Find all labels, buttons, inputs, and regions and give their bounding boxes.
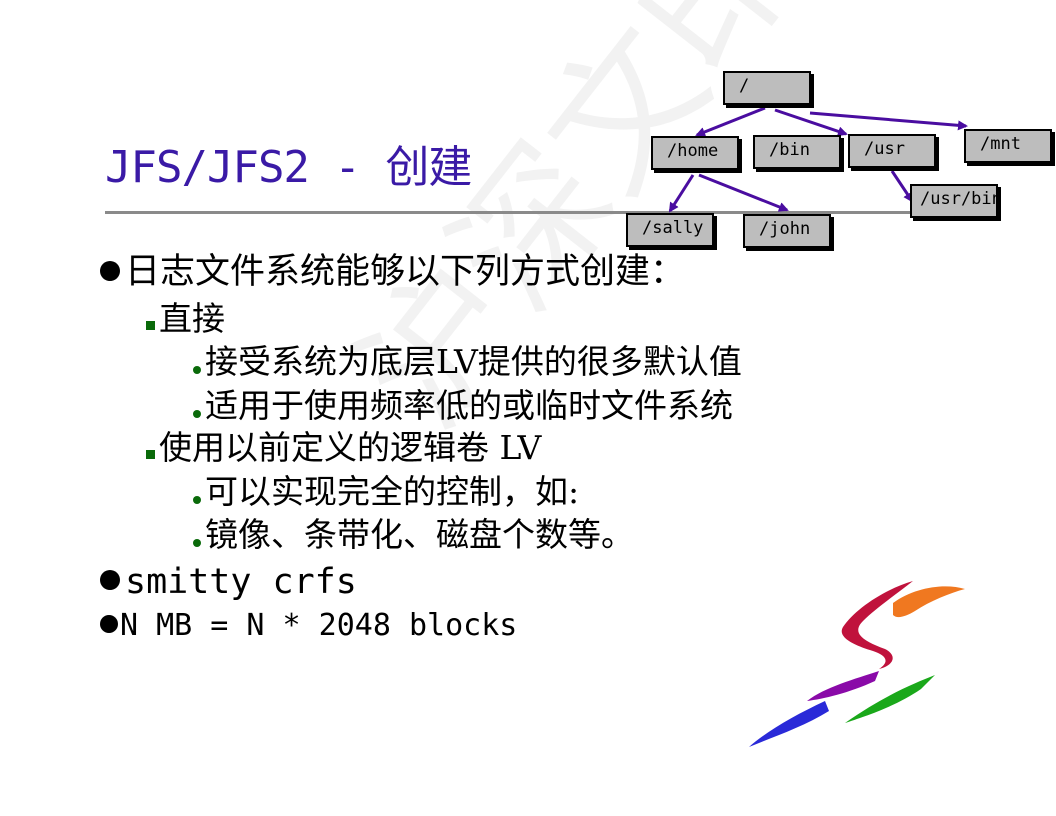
square-bullet-icon	[146, 449, 155, 459]
bullet-1-2: 使用以前定义的逻辑卷 LV	[146, 431, 541, 464]
bullet-1-text: 日志文件系统能够以下列方式创建：	[125, 252, 686, 292]
bullet-2-text: smitty crfs	[125, 562, 357, 602]
slide-title: JFS/JFS2 - 创建	[105, 142, 472, 193]
bullet-1-1-2-text: 适用于使用频率低的或临时文件系统	[205, 386, 733, 425]
bullet-3: N MB = N * 2048 blocks	[100, 611, 517, 641]
arrow-root-home	[695, 106, 766, 137]
tree-node-mnt: /mnt	[964, 129, 1052, 163]
round-bullet-icon	[100, 614, 118, 633]
arrow-usr-usrbin	[890, 170, 914, 203]
dot-bullet-icon	[193, 539, 201, 547]
bullet-2: smitty crfs	[100, 565, 357, 600]
arrow-home-sally	[668, 174, 695, 213]
bullet-3-text: N MB = N * 2048 blocks	[120, 608, 518, 643]
dot-bullet-icon	[193, 410, 201, 418]
tree-node-john: /john	[743, 214, 831, 248]
tree-node-sally: /sally	[626, 213, 714, 247]
bullet-1-2-1-text: 可以实现完全的控制，如:	[205, 472, 580, 511]
round-bullet-icon	[100, 260, 120, 281]
arrow-root-mnt	[809, 111, 968, 131]
bullet-1: 日志文件系统能够以下列方式创建：	[100, 255, 685, 290]
bullet-1-1-1-text: 接受系统为底层LV提供的很多默认值	[205, 342, 742, 381]
title-divider	[105, 211, 955, 214]
tree-node-usr: /usr	[848, 134, 936, 168]
round-bullet-icon	[100, 570, 120, 590]
bullet-1-2-2-text: 镜像、条带化、磁盘个数等。	[205, 515, 634, 554]
dot-bullet-icon	[193, 496, 201, 504]
bullet-1-2-text: 使用以前定义的逻辑卷 LV	[159, 428, 542, 467]
bullet-1-1-text: 直接	[159, 299, 225, 338]
bullet-1-2-1: 可以实现完全的控制，如:	[193, 475, 579, 508]
tree-node-home: /home	[651, 136, 739, 170]
arrow-root-usr	[774, 108, 848, 137]
square-bullet-icon	[146, 320, 155, 330]
swoosh-logo-icon	[749, 581, 965, 747]
bullet-1-2-2: 镜像、条带化、磁盘个数等。	[193, 518, 634, 551]
dot-bullet-icon	[193, 366, 201, 374]
tree-node-bin: /bin	[753, 135, 841, 169]
bullet-1-1-2: 适用于使用频率低的或临时文件系统	[193, 389, 733, 422]
bullet-1-1-1: 接受系统为底层LV提供的很多默认值	[193, 345, 742, 378]
tree-node-root: /	[723, 71, 811, 105]
tree-node-usr-bin: /usr/bin	[910, 184, 998, 218]
bullet-1-1: 直接	[146, 302, 225, 335]
arrow-home-john	[698, 173, 789, 212]
